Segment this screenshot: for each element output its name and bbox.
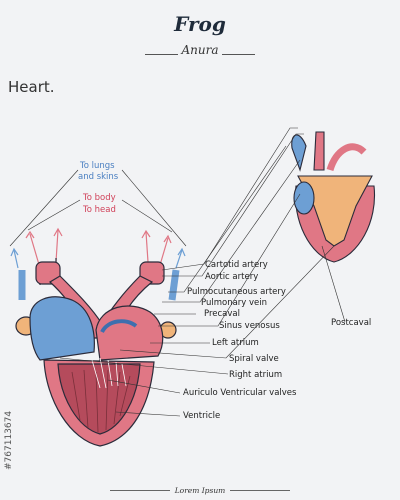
subtitle-rule-left bbox=[145, 54, 178, 55]
page-subtitle: Anura bbox=[181, 43, 219, 57]
arrow-lung-left bbox=[13, 249, 19, 269]
heart-section bbox=[15, 258, 180, 447]
flow-guide-lines bbox=[9, 169, 187, 247]
leader-lines bbox=[59, 127, 346, 417]
label-aortic-artery: Aortic artery bbox=[205, 272, 259, 282]
footer-text: Lorem Ipsum bbox=[174, 486, 226, 495]
av-valve-strands bbox=[91, 357, 127, 389]
label-cartotid-artery: Cartotid artery bbox=[205, 260, 268, 270]
subtitle-rule-right bbox=[222, 54, 255, 55]
watermark-id: #767113674 bbox=[4, 410, 14, 470]
flow-label-body: To body bbox=[83, 193, 116, 203]
label-left-atrium: Left atrium bbox=[212, 338, 259, 348]
flow-label-head: To head bbox=[83, 205, 116, 215]
arrow-body-left bbox=[29, 233, 41, 269]
footer-rule-right bbox=[230, 490, 290, 491]
label-right-atrium: Right atrium bbox=[229, 370, 283, 380]
label-precaval: Precaval bbox=[204, 309, 240, 319]
arrow-head-right bbox=[145, 231, 149, 263]
label-ventricle: Ventricle bbox=[183, 411, 221, 421]
section-title: Heart. bbox=[8, 78, 55, 96]
flow-label-lungs-2: and skins bbox=[78, 172, 119, 182]
flow-arrows bbox=[10, 227, 186, 269]
arrow-head-left bbox=[55, 229, 59, 263]
label-sinus-venosus: Sinus venosus bbox=[219, 321, 280, 331]
arrow-lung-right bbox=[175, 249, 183, 269]
label-auriculo-ventricular-valves: Auriculo Ventricular valves bbox=[183, 388, 297, 398]
label-spiral-valve: Spiral valve bbox=[229, 354, 279, 364]
label-pulmocutaneous-artery: Pulmocutaneous artery bbox=[187, 287, 286, 297]
label-postcaval: Postcaval bbox=[331, 318, 372, 328]
label-pulmonary-vein: Pulmonary vein bbox=[201, 298, 268, 308]
heart-external bbox=[291, 131, 376, 263]
page-title: Frog bbox=[174, 12, 226, 36]
flow-label-lungs-1: To lungs bbox=[80, 161, 115, 171]
arrow-body-right bbox=[159, 237, 169, 266]
footer-rule-left bbox=[110, 490, 170, 491]
